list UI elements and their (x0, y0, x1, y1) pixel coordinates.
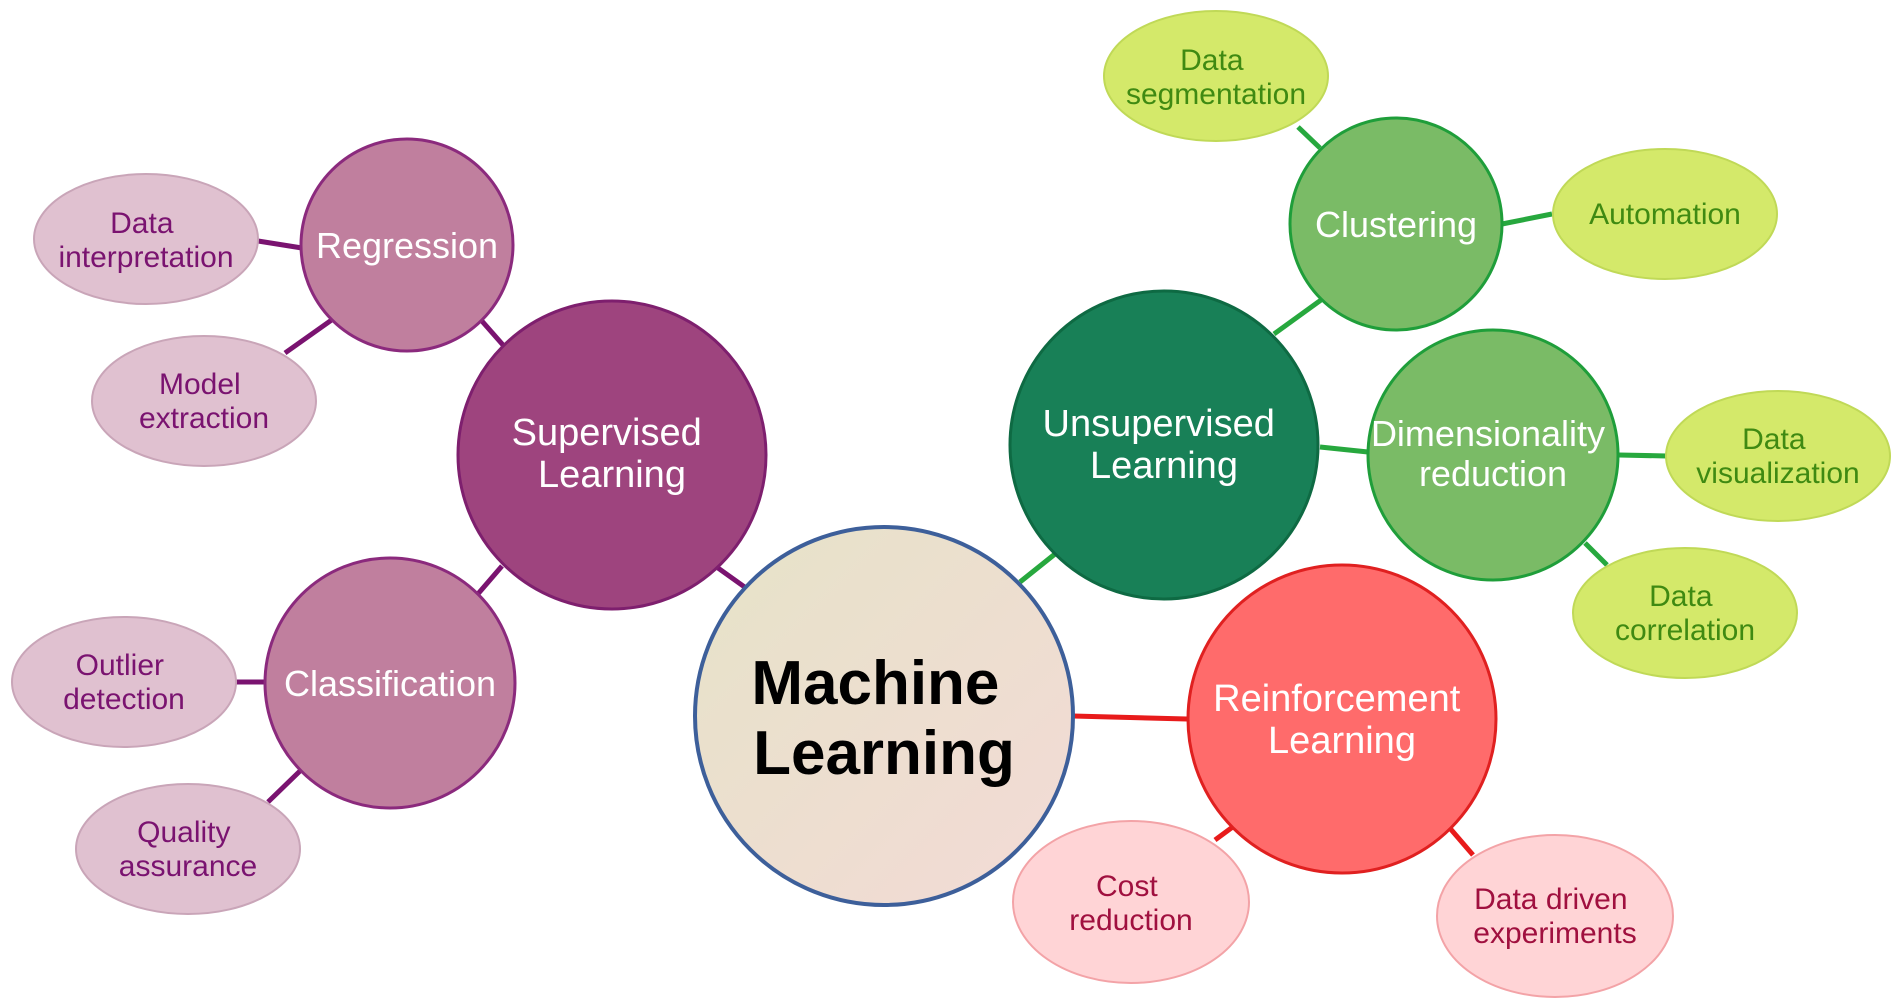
leaf-model-extraction-label: Model extraction (139, 368, 269, 435)
leaf-data-visualization (1665, 390, 1891, 522)
leaf-data-interpretation (33, 173, 259, 305)
supervised-branch: Supervised Learning Regression Classific… (11, 137, 768, 915)
edge-supervised-classification (475, 564, 504, 597)
edge-supervised-regression (479, 318, 505, 347)
regression-label: Regression (316, 225, 498, 266)
unsupervised-learning-label: Unsupervised Learning (1043, 403, 1286, 487)
machine-learning-node (693, 525, 1075, 907)
connectors (236, 125, 1668, 857)
machine-learning-title: Machine Learning (751, 649, 1016, 788)
dimensionality-label: Dimensionality reduction (1371, 413, 1615, 494)
edge-center-unsupervised (1018, 552, 1057, 584)
leaf-data-correlation (1572, 547, 1798, 679)
clustering-node (1288, 116, 1504, 332)
clustering-label: Clustering (1315, 204, 1477, 245)
leaf-model-extraction (91, 335, 317, 467)
edge-reinforcement-experiments (1446, 824, 1475, 857)
edge-dimensionality-correlation (1583, 541, 1609, 567)
classification-label: Classification (284, 663, 496, 704)
supervised-learning-label: Supervised Learning (512, 412, 713, 496)
edge-clustering-segmentation (1296, 125, 1322, 150)
leaf-cost-reduction (1012, 820, 1250, 984)
leaf-automation (1552, 148, 1778, 280)
leaf-cost-reduction-label: Cost reduction (1069, 870, 1192, 937)
supervised-learning-node (456, 299, 768, 611)
edge-regression-extraction (283, 316, 335, 356)
leaf-automation-label: Automation (1589, 198, 1741, 231)
reinforcement-learning-label: Reinforcement Learning (1213, 678, 1471, 762)
leaf-outlier-detection-label: Outlier detection (63, 649, 185, 716)
center-group: Machine Learning (693, 525, 1075, 907)
reinforcement-learning-node (1186, 563, 1498, 875)
leaf-outlier-detection (11, 616, 237, 748)
reinforcement-branch: Reinforcement Learning Cost reduction Da… (1012, 563, 1674, 998)
unsupervised-branch: Unsupervised Learning Clustering Dimensi… (1008, 10, 1891, 679)
leaf-data-interpretation-label: Data interpretation (58, 207, 233, 274)
edge-regression-interpretation (257, 238, 303, 251)
leaf-quality-assurance (75, 783, 301, 915)
edge-classification-quality (266, 769, 302, 804)
edge-center-reinforcement (1072, 713, 1188, 722)
edge-unsupervised-clustering (1272, 297, 1323, 337)
leaf-quality-assurance-label: Quality assurance (119, 816, 257, 883)
edge-dimensionality-visualization (1618, 452, 1668, 459)
leaf-data-segmentation-label: Data segmentation (1126, 44, 1306, 111)
edge-center-supervised (716, 565, 748, 591)
dimensionality-node (1366, 328, 1620, 582)
edge-reinforcement-cost (1213, 823, 1236, 843)
leaf-data-visualization-label: Data visualization (1696, 423, 1859, 490)
edge-clustering-automation (1501, 211, 1553, 227)
leaf-data-segmentation (1103, 10, 1329, 142)
leaf-data-correlation-label: Data correlation (1615, 580, 1755, 647)
leaf-data-driven-experiments (1436, 834, 1674, 998)
unsupervised-learning-node (1008, 289, 1320, 601)
leaf-data-driven-experiments-label: Data driven experiments (1473, 883, 1636, 950)
classification-node (263, 556, 517, 810)
edge-unsupervised-dimensionality (1319, 444, 1369, 455)
regression-node (299, 137, 515, 353)
